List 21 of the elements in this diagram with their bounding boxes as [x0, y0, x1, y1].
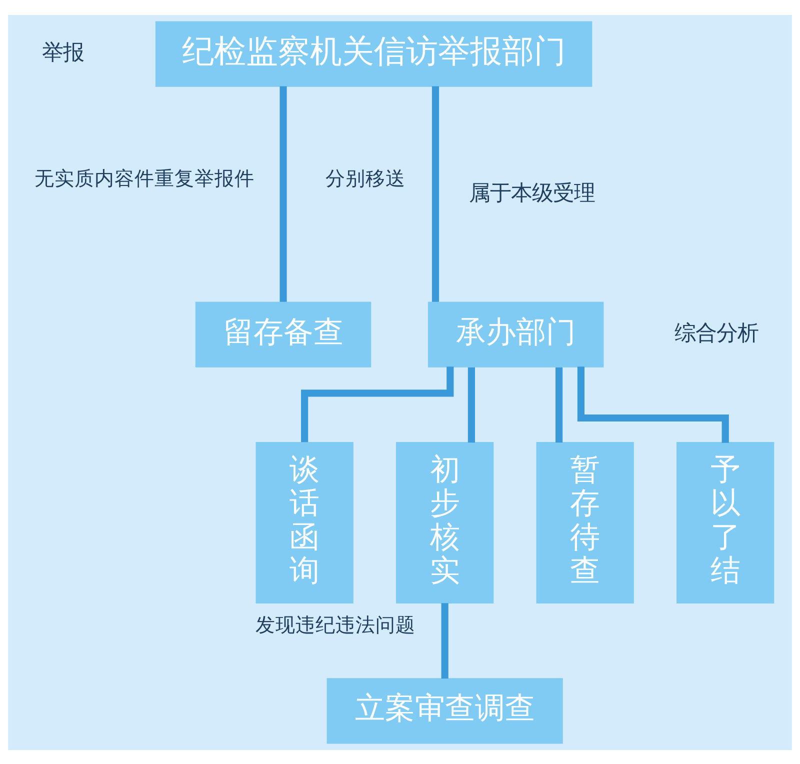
edge-label: 无实质内容件重复举报件	[34, 166, 255, 190]
node-box: 留存备查	[195, 301, 372, 367]
node-box: 谈话函询	[256, 441, 354, 604]
node-box: 暂存待查	[536, 441, 634, 604]
connector	[555, 366, 563, 442]
label: 举报	[42, 40, 84, 66]
connector	[432, 86, 440, 302]
connector	[577, 366, 729, 442]
node-box: 初步核实	[396, 441, 494, 604]
label: 属于本级受理	[468, 180, 595, 206]
edge-label: 发现违纪违法问题	[256, 613, 416, 636]
connector	[301, 366, 454, 442]
connector	[468, 366, 475, 442]
connector	[280, 86, 287, 302]
node-box: 立案审查调查	[326, 678, 563, 744]
node-box: 予以了结	[676, 441, 774, 604]
edge-label: 分别移送	[325, 166, 406, 190]
node-box: 承办部门	[428, 301, 604, 367]
label: 综合分析	[674, 320, 758, 346]
connector	[441, 602, 448, 678]
node-box: 纪检监察机关信访举报部门	[155, 20, 592, 86]
